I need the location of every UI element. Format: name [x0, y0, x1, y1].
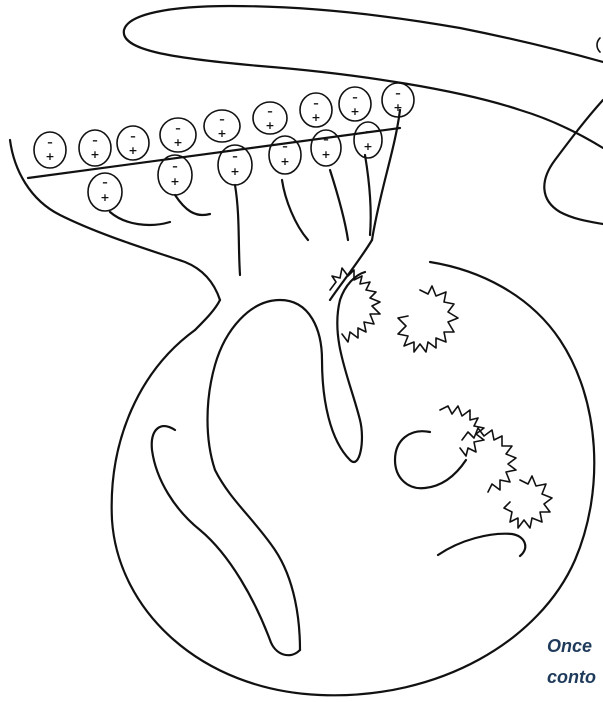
svg-text:+: +	[280, 155, 289, 168]
neck-right	[330, 240, 372, 300]
svg-text:–: –	[92, 134, 98, 147]
branched-surface	[330, 268, 552, 528]
elongated-body-lower-edge	[544, 100, 603, 224]
svg-text:+: +	[170, 175, 179, 188]
inner-fold-left	[152, 426, 300, 655]
svg-text:–: –	[47, 136, 53, 149]
inner-fold-bottom	[438, 534, 525, 556]
svg-text:+: +	[230, 165, 239, 178]
svg-text:–: –	[130, 130, 136, 143]
svg-text:–: –	[365, 125, 371, 138]
svg-text:–: –	[175, 122, 181, 135]
svg-text:–: –	[395, 87, 401, 100]
svg-text:–: –	[352, 91, 358, 104]
svg-text:+: +	[350, 105, 359, 118]
svg-text:–: –	[313, 97, 319, 110]
svg-text:+: +	[311, 111, 320, 124]
svg-text:+: +	[217, 127, 226, 140]
neck-left	[195, 300, 220, 330]
svg-text:–: –	[172, 160, 178, 173]
svg-text:+: +	[321, 148, 330, 161]
caption-line-2: conto	[547, 667, 603, 688]
svg-text:–: –	[232, 150, 238, 163]
svg-text:+: +	[173, 136, 182, 149]
svg-text:–: –	[267, 105, 273, 118]
small-tip-mark	[597, 38, 600, 52]
inner-fold-middle	[208, 272, 366, 650]
svg-text:+: +	[265, 119, 274, 132]
elongated-body-outline	[124, 6, 603, 148]
svg-text:–: –	[282, 140, 288, 153]
caption-line-1: Once	[547, 636, 603, 657]
svg-text:+: +	[100, 191, 109, 204]
svg-text:+: +	[363, 140, 372, 153]
svg-text:+: +	[90, 148, 99, 161]
svg-text:–: –	[323, 133, 329, 146]
svg-text:–: –	[219, 113, 225, 126]
charge-signs: –+ –+ –+ –+ –+ –+ –+ –+ –+ –+ –+ –+ –+ –…	[45, 87, 402, 204]
svg-text:+: +	[393, 101, 402, 114]
svg-text:+: +	[128, 144, 137, 157]
inner-fold-right	[395, 431, 466, 488]
svg-text:+: +	[45, 150, 54, 163]
sphere-outline	[112, 262, 595, 695]
svg-text:–: –	[102, 176, 108, 189]
